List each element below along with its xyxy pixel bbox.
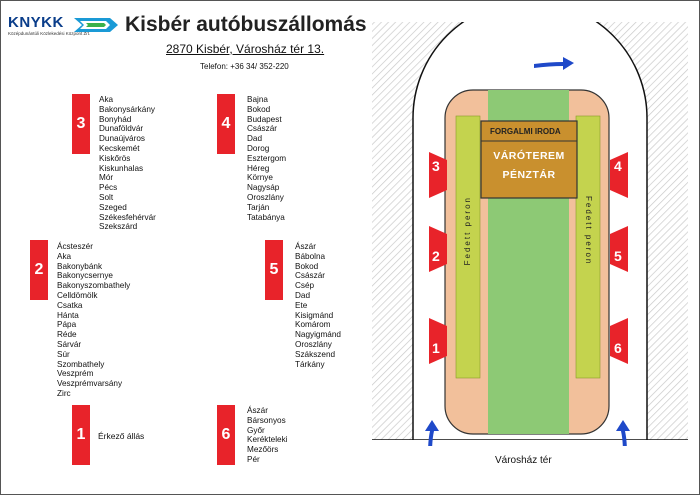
destination: Nagysáp xyxy=(247,183,280,193)
destination: Ászár xyxy=(247,406,268,415)
company-logo: KNYKK Középdunántúli Közlekedési Központ… xyxy=(8,14,120,44)
destination: Celldömölk xyxy=(57,290,98,300)
destination: Aka xyxy=(99,95,114,104)
destination: Bokod xyxy=(247,104,271,114)
destination: Ácsteszér xyxy=(57,242,93,251)
stand-2-bay: 2 xyxy=(432,248,440,264)
destination: Császár xyxy=(247,124,278,134)
covered-platform-right-label: Fedett peron xyxy=(584,196,593,266)
stand-1-bay: 1 xyxy=(432,340,440,356)
destination: Székesfehérvár xyxy=(99,212,156,222)
destination: Ászár xyxy=(295,242,316,251)
logo-subtitle: Középdunántúli Közlekedési Központ Zrt. xyxy=(8,31,91,36)
destination: Dunaújváros xyxy=(99,134,145,144)
destination: Oroszlány xyxy=(295,339,332,349)
waiting-room-label: VÁRÓTEREM xyxy=(493,150,565,162)
stand-6-badge: 6 xyxy=(217,405,235,465)
destination: Csép xyxy=(295,281,315,291)
destination: Dorog xyxy=(247,143,270,153)
destination: Solt xyxy=(99,192,114,202)
destination: Sárvár xyxy=(57,339,82,349)
destination: Császár xyxy=(295,271,326,281)
address: 2870 Kisbér, Városház tér 13. xyxy=(166,42,325,56)
flow-arrow-icon xyxy=(425,57,630,446)
destination: Pécs xyxy=(99,183,118,193)
stand-5-destinations: Ászár Bábolna Bokod Császár Csép Dad Ete… xyxy=(295,242,341,369)
stand-4-destinations: Bajna Bokod Budapest Császár Dad Dorog E… xyxy=(247,95,286,222)
traffic-office-label: FORGALMI IRODA xyxy=(490,127,561,136)
phone: Telefon: +36 34/ 352-220 xyxy=(200,62,289,71)
destination: Veszprémvarsány xyxy=(57,379,123,389)
destination: Tárkány xyxy=(295,359,325,369)
stand-4-badge: 4 xyxy=(217,94,235,154)
destination: Szekszárd xyxy=(99,222,138,232)
destination: Komárom xyxy=(295,320,331,330)
destination: Bakonycsernye xyxy=(57,271,113,281)
arrival-stand-label: Érkező állás xyxy=(98,431,145,441)
destination: Kisigmánd xyxy=(295,310,334,320)
street-label: Városház tér xyxy=(495,455,552,466)
destination: Mezőörs xyxy=(247,445,279,455)
destination: Veszprém xyxy=(57,369,94,379)
page-title: Kisbér autóbuszállomás xyxy=(125,13,367,36)
destination: Pápa xyxy=(57,320,77,330)
ticket-office-label: PÉNZTÁR xyxy=(502,169,556,181)
stand-3-destinations: Aka Bakonysárkány Bonyhád Dunaföldvár Du… xyxy=(99,95,156,232)
stand-5-badge: 5 xyxy=(265,240,283,300)
destination: Tarján xyxy=(247,202,270,212)
stand-6-destinations: Ászár Bársonyos Győr Kerékteleki Mezőörs… xyxy=(247,406,288,465)
destination: Hánta xyxy=(57,310,79,320)
stand-1-badge: 1 xyxy=(72,405,90,465)
destination: Kiskunhalas xyxy=(99,163,144,173)
destination: Kerékteleki xyxy=(247,435,288,445)
destination: Pér xyxy=(247,454,260,464)
destination: Bábolna xyxy=(295,251,326,261)
destination: Súr xyxy=(57,349,70,359)
stand-6-bay: 6 xyxy=(614,340,622,356)
destination: Győr xyxy=(247,425,265,435)
destination: Szombathely xyxy=(57,359,105,369)
destination: Zirc xyxy=(57,388,71,398)
stand-4-bay: 4 xyxy=(614,158,622,174)
logo-text: KNYKK xyxy=(8,14,64,31)
destination: Aka xyxy=(57,251,72,261)
stand-3-bay: 3 xyxy=(432,158,440,174)
destination: Bonyhád xyxy=(99,114,132,124)
destination: Bársonyos xyxy=(247,415,286,425)
station-map xyxy=(372,22,688,446)
destination: Dad xyxy=(247,134,263,144)
destination: Oroszlány xyxy=(247,192,284,202)
logo-stripes-icon xyxy=(74,18,118,32)
destination: Bakonysárkány xyxy=(99,104,155,114)
destination: Héreg xyxy=(247,163,270,173)
destination: Szeged xyxy=(99,202,127,212)
destination: Szákszend xyxy=(295,349,336,359)
destination: Tatabánya xyxy=(247,212,285,222)
destination: Bakonyszombathely xyxy=(57,281,131,291)
destination: Bokod xyxy=(295,261,319,271)
destination: Csatka xyxy=(57,300,83,310)
destination: Dad xyxy=(295,290,311,300)
destination: Ete xyxy=(295,300,308,310)
stand-2-destinations: Ácsteszér Aka Bakonybánk Bakonycsernye B… xyxy=(57,242,130,399)
stand-5-bay: 5 xyxy=(614,248,622,264)
destination: Bajna xyxy=(247,95,268,104)
destination: Kecskemét xyxy=(99,143,140,153)
destination: Réde xyxy=(57,330,77,340)
destination: Nagyigmánd xyxy=(295,330,341,340)
destination: Dunaföldvár xyxy=(99,124,144,134)
destination: Budapest xyxy=(247,114,282,124)
stand-3-badge: 3 xyxy=(72,94,90,154)
destination: Környe xyxy=(247,173,273,183)
covered-platform-left-label: Fedett peron xyxy=(463,196,472,266)
stand-2-badge: 2 xyxy=(30,240,48,300)
destination: Bakonybánk xyxy=(57,261,103,271)
waiting-room-block: VÁRÓTEREM PÉNZTÁR xyxy=(482,147,576,185)
destination: Kiskőrös xyxy=(99,153,131,163)
destination: Esztergom xyxy=(247,153,287,163)
destination: Mór xyxy=(99,173,114,183)
